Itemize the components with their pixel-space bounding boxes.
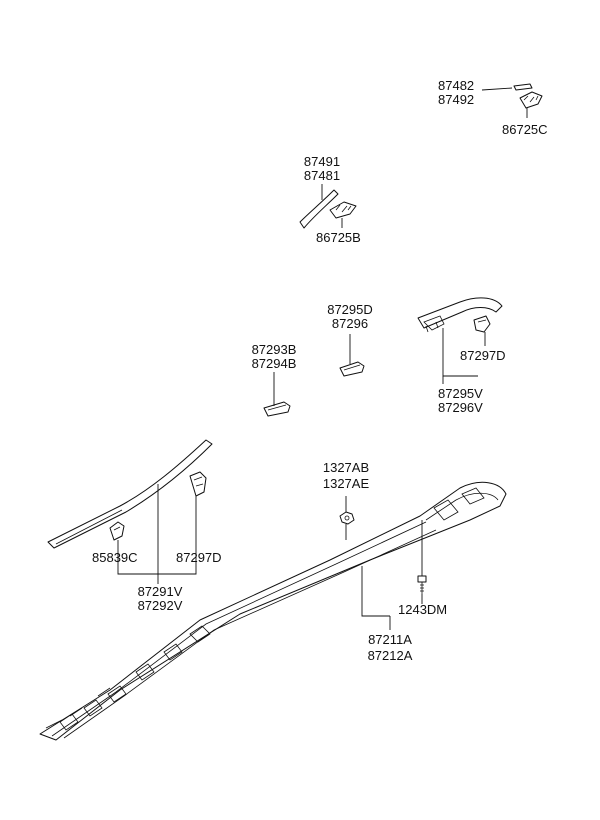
label-1243DM: 1243DM <box>398 602 447 617</box>
label-87294B: 87294B <box>252 356 297 371</box>
label-87297D-left: 87297D <box>176 550 222 565</box>
label-87296: 87296 <box>332 316 368 331</box>
label-87482: 87482 <box>438 78 474 93</box>
label-87295D: 87295D <box>327 302 373 317</box>
label-87292V: 87292V <box>138 598 183 613</box>
label-87297D-top: 87297D <box>460 348 506 363</box>
part-clip-86725C <box>519 91 543 109</box>
label-87481: 87481 <box>304 168 340 183</box>
leader-87211A-bracket <box>361 566 390 617</box>
label-86725C: 86725C <box>502 122 548 137</box>
part-nut-1327AB <box>339 511 355 525</box>
label-85839C: 85839C <box>92 550 138 565</box>
part-bolt-1243DM <box>417 575 427 594</box>
leader-87482 <box>481 87 513 91</box>
part-moulding-87291V <box>47 439 213 549</box>
part-roof-rail-87211A <box>39 481 507 741</box>
label-87491: 87491 <box>304 154 340 169</box>
part-moulding-87295V <box>417 297 503 333</box>
part-bracket-87295D <box>339 361 365 377</box>
part-clip-87297D-left <box>189 471 207 497</box>
label-1327AB: 1327AB <box>323 460 369 475</box>
part-moulding-87491 <box>299 189 339 229</box>
part-bracket-87293B <box>263 401 291 417</box>
part-clip-85839C <box>109 521 125 541</box>
label-87291V: 87291V <box>138 584 183 599</box>
part-clip-86725B <box>329 201 357 219</box>
label-87211A: 87211A <box>368 632 412 647</box>
label-86725B: 86725B <box>316 230 361 245</box>
leader-87291V-bracket <box>117 496 197 575</box>
part-end-cap-87482 <box>513 83 533 91</box>
label-1327AE: 1327AE <box>323 476 370 491</box>
label-87295V: 87295V <box>438 386 483 401</box>
label-87212A: 87212A <box>368 648 413 663</box>
label-87492: 87492 <box>438 92 474 107</box>
label-87296V: 87296V <box>438 400 483 415</box>
part-clip-87297D-top <box>473 315 491 333</box>
label-87293B: 87293B <box>252 342 297 357</box>
